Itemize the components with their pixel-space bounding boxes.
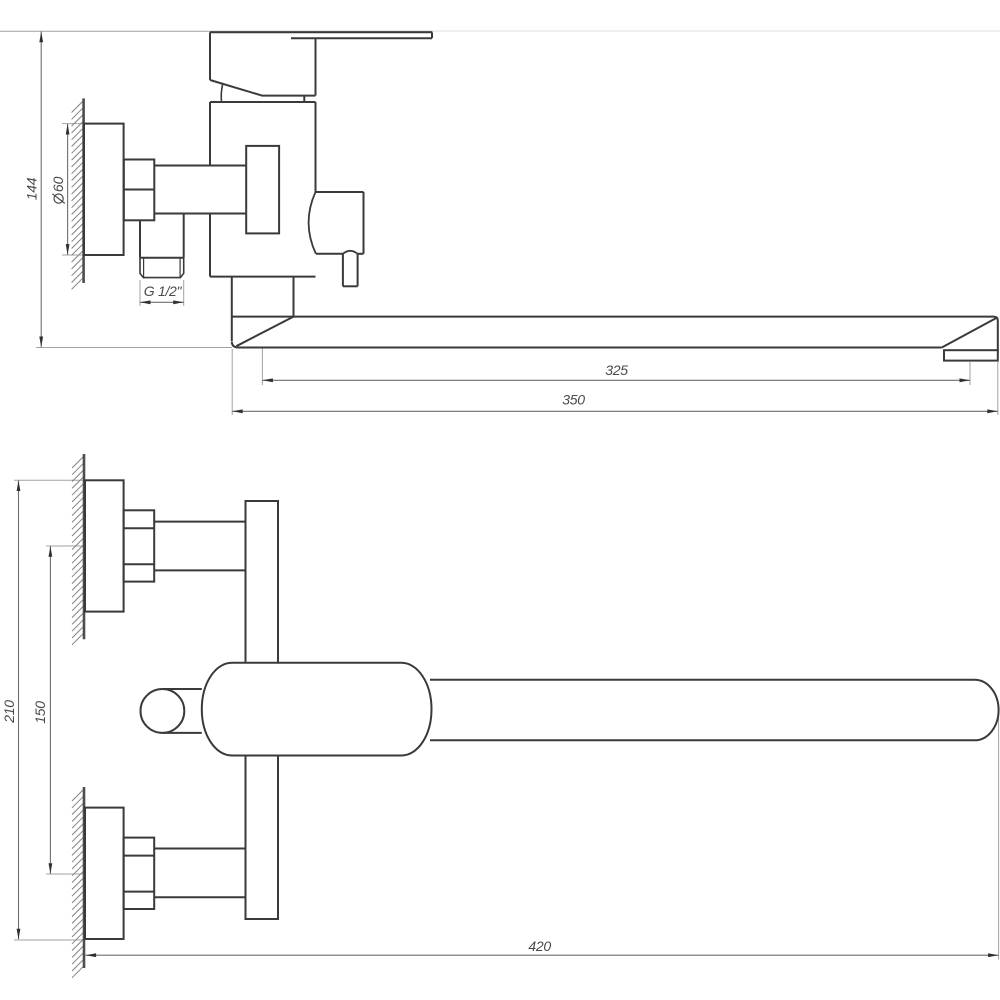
svg-text:G 1/2": G 1/2" (144, 283, 183, 299)
svg-text:420: 420 (528, 938, 551, 954)
svg-text:325: 325 (605, 362, 628, 378)
svg-text:350: 350 (562, 392, 585, 408)
svg-text:144: 144 (23, 177, 39, 200)
svg-text:150: 150 (32, 701, 48, 724)
svg-text:210: 210 (1, 700, 17, 724)
svg-text:60: 60 (50, 176, 66, 192)
